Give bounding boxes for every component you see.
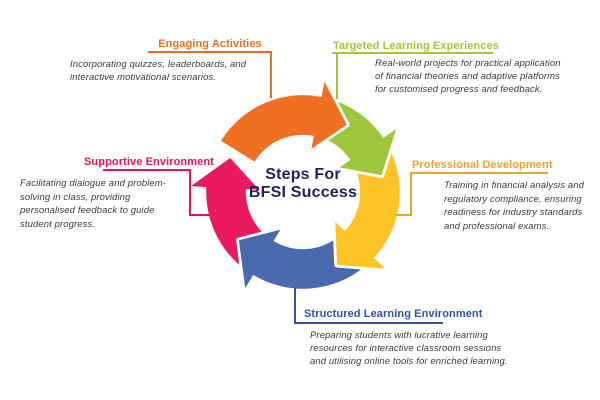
step-description-engaging-activities: Incorporating quizzes, leaderboards, and… bbox=[70, 59, 247, 83]
connector-underline-structured bbox=[294, 322, 443, 324]
step-label-engaging-activities: Engaging Activities bbox=[158, 38, 262, 50]
arrow-engaging-activities bbox=[218, 79, 350, 165]
connector-underline-supportive bbox=[103, 169, 191, 171]
center-title: Steps For BFSI Success bbox=[223, 166, 383, 202]
connector-vertical-supportive bbox=[189, 169, 191, 216]
step-label-structured-learning: Structured Learning Environment bbox=[304, 308, 483, 320]
step-description-targeted-learning: Real-world projects for practical applic… bbox=[375, 58, 561, 95]
connector-vertical-professional bbox=[410, 172, 412, 216]
step-description-supportive-environment: Facilitating dialogue and problem- solvi… bbox=[20, 178, 166, 230]
connector-vertical-structured bbox=[294, 288, 296, 324]
connector-underline-professional bbox=[410, 172, 548, 174]
connector-horizontal-professional bbox=[396, 214, 412, 216]
center-title-line2: BFSI Success bbox=[248, 184, 358, 201]
step-description-professional-development: Training in financial analysis and regul… bbox=[444, 180, 584, 232]
step-label-supportive-environment: Supportive Environment bbox=[84, 156, 214, 168]
step-label-professional-development: Professional Development bbox=[412, 159, 553, 171]
connector-underline-targeted bbox=[332, 52, 493, 54]
connector-underline-engaging bbox=[148, 51, 272, 53]
connector-vertical-engaging bbox=[270, 51, 272, 98]
connector-horizontal-supportive bbox=[189, 214, 210, 216]
connector-vertical-targeted bbox=[336, 54, 338, 99]
center-title-line1: Steps For bbox=[265, 166, 341, 183]
cycle-arrows-diagram bbox=[188, 79, 403, 292]
step-description-structured-learning: Preparing students with lucrative learni… bbox=[310, 330, 508, 367]
step-label-targeted-learning: Targeted Learning Experiences bbox=[333, 40, 499, 52]
